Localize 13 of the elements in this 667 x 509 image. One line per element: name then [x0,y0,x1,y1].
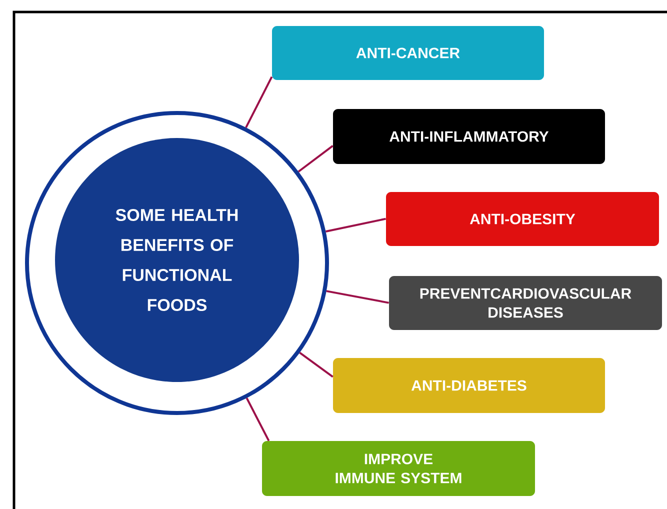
connector-line [326,290,389,304]
connector-line [246,398,270,442]
benefit-box: ANTI-CANCER [272,26,544,80]
connector-line [298,145,334,172]
benefit-box: PREVENTCARDIOVASCULAR DISEASES [389,276,662,330]
connector-line [245,76,273,128]
benefit-box: IMPROVE IMMUNE SYSTEM [262,441,535,496]
connector-line [299,352,334,378]
ring-circle [25,111,329,415]
benefit-box: ANTI-OBESITY [386,192,659,246]
benefit-box: ANTI-INFLAMMATORY [333,109,605,164]
connector-line [326,218,386,232]
benefit-box: ANTI-DIABETES [333,358,605,413]
